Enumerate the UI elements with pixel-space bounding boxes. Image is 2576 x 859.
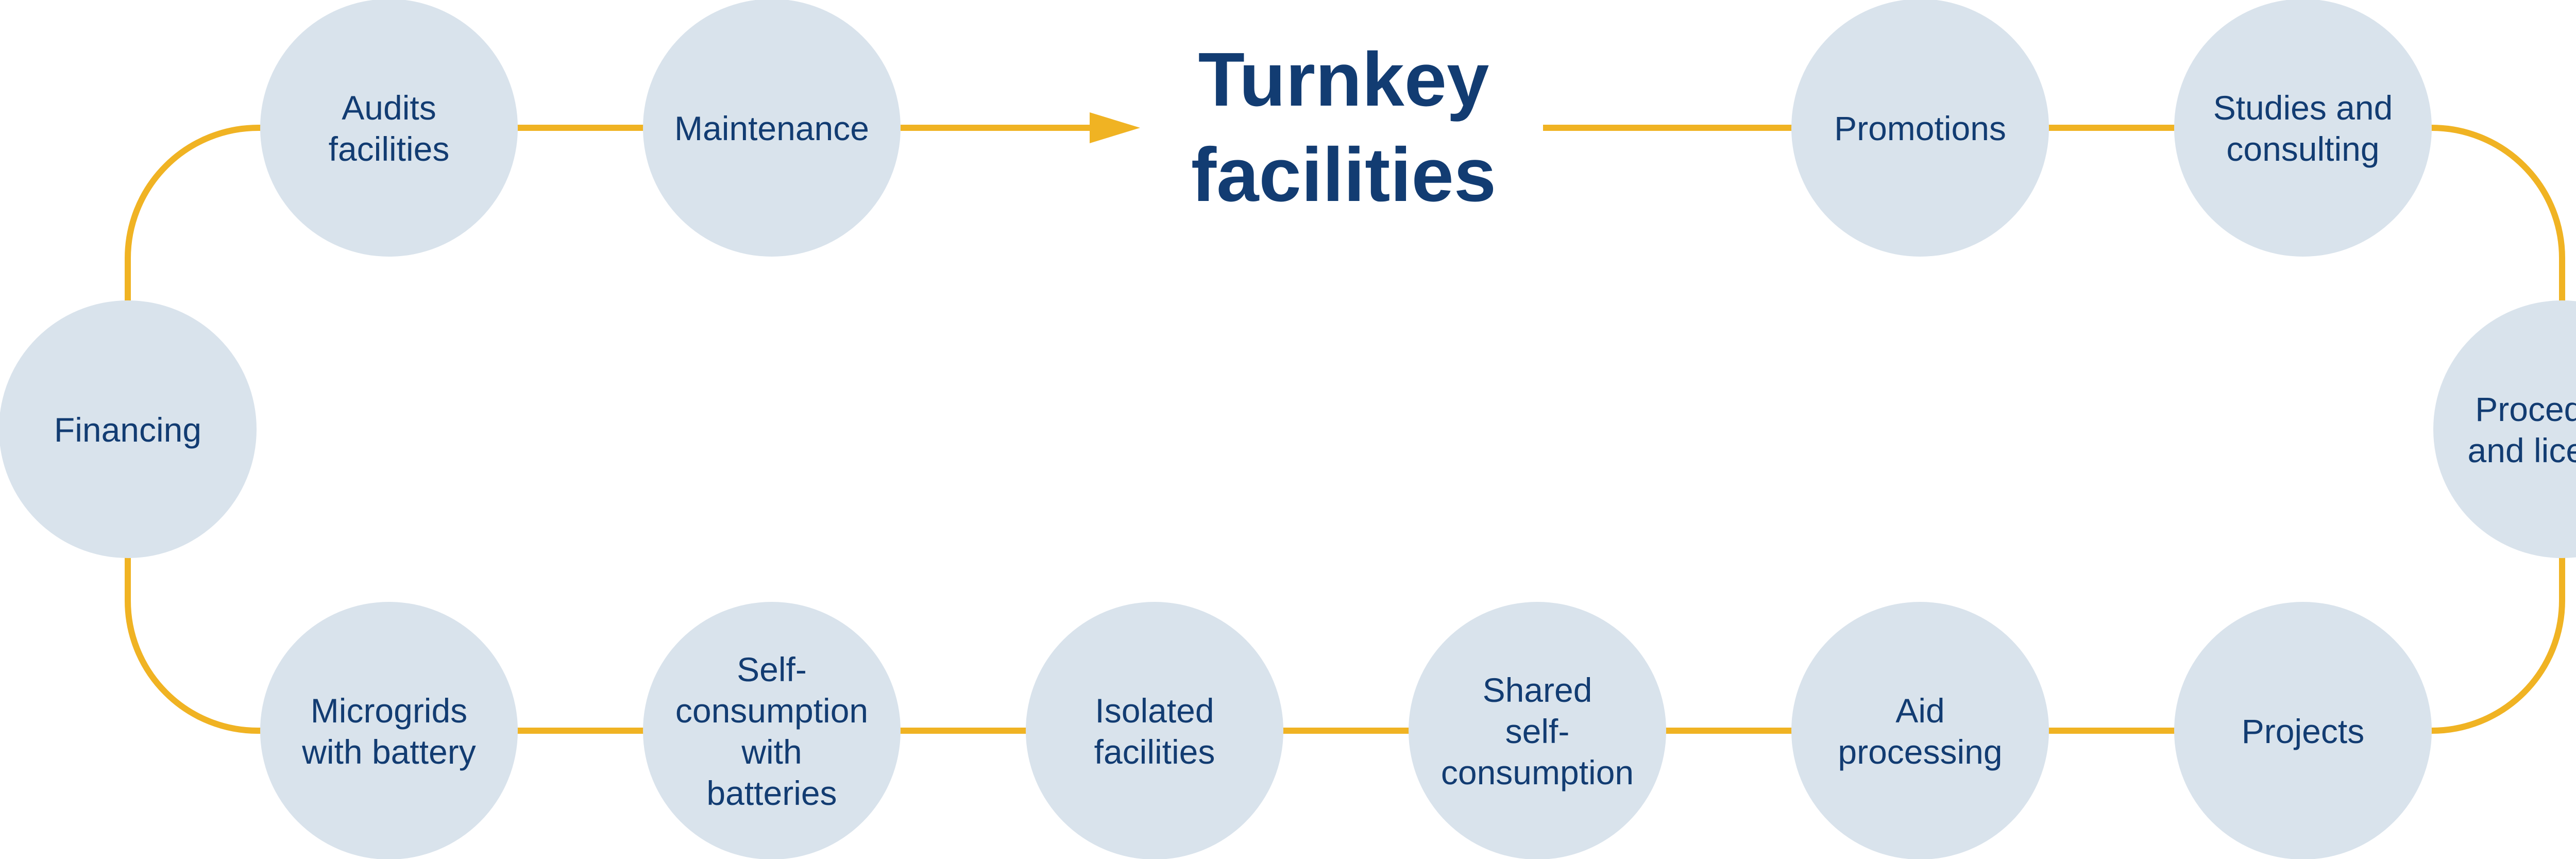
node-label-line: facilities <box>1094 733 1215 771</box>
node-label-line: Financing <box>54 411 201 449</box>
loop-line <box>125 125 2565 734</box>
node-label-line: with battery <box>301 733 476 771</box>
node-projects: Projects <box>2174 602 2432 859</box>
node-circle <box>260 602 518 859</box>
node-label-line: with <box>741 733 802 771</box>
node-financing: Financing <box>0 300 257 558</box>
node-label-line: Shared <box>1483 671 1592 709</box>
node-label-line: batteries <box>706 774 837 812</box>
node-label-line: facilities <box>329 130 450 168</box>
node-circle <box>1791 0 2049 257</box>
node-circle <box>2174 602 2432 859</box>
node-circle <box>643 0 901 257</box>
node-label-line: Procedures <box>2475 390 2576 428</box>
node-label-line: Studies and <box>2213 89 2393 127</box>
node-label-line: Microgrids <box>311 692 467 730</box>
node-circle <box>1026 602 1283 859</box>
node-maintenance: Maintenance <box>643 0 901 257</box>
node-label-line: and licenses <box>2468 431 2576 469</box>
node-label-line: Projects <box>2242 712 2364 750</box>
title-line-1: Turnkey <box>1198 37 1489 122</box>
node-circle <box>0 300 257 558</box>
node-circle <box>643 602 901 859</box>
node-label-line: consumption <box>675 692 868 730</box>
node-label-line: consulting <box>2226 130 2379 168</box>
node-label-line: consumption <box>1441 753 1634 791</box>
title-line-2: facilities <box>1191 132 1496 217</box>
node-label-line: Promotions <box>1834 109 2006 147</box>
node-label-line: Maintenance <box>674 109 869 147</box>
node-promotions: Promotions <box>1791 0 2049 257</box>
node-circle <box>2433 300 2576 558</box>
node-label-line: processing <box>1838 733 2002 771</box>
arrowhead-icon <box>1090 112 1140 143</box>
node-circle <box>1791 602 2049 859</box>
node-label-line: Self- <box>737 650 807 688</box>
node-circle <box>2174 0 2432 257</box>
node-label-line: Audits <box>342 89 436 127</box>
node-procedures-and-licenses: Proceduresand licenses <box>2433 300 2576 558</box>
node-label-line: Isolated <box>1095 692 1214 730</box>
node-label-line: Aid <box>1895 692 1944 730</box>
node-circle <box>260 0 518 257</box>
diagram-title: Turnkey facilities <box>1191 37 1496 217</box>
node-circle <box>1409 602 1666 859</box>
node-label-line: self- <box>1505 712 1570 750</box>
